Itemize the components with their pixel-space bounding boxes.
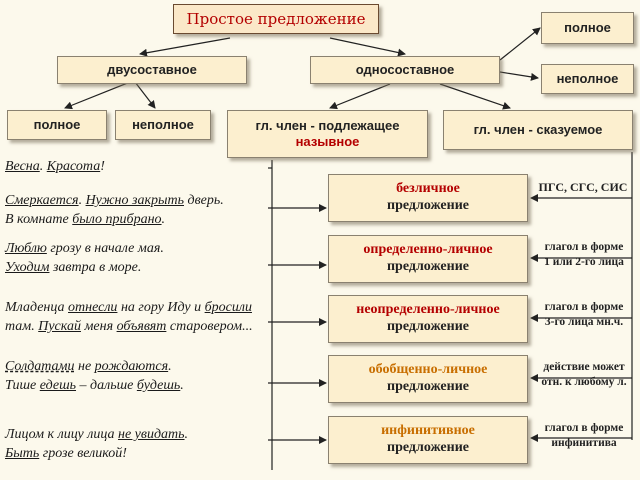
note-generalized-personal: действие может отн. к любому л. bbox=[541, 361, 627, 388]
type-name: неопределенно-личное bbox=[356, 302, 500, 318]
incomplete-box: неполное bbox=[115, 110, 211, 140]
type-sub: предложение bbox=[387, 440, 469, 455]
example-infinitive: Лицом к лицу лица не увидать. Быть грозе… bbox=[5, 427, 189, 461]
example-nominative: Весна. Красота! bbox=[5, 159, 105, 174]
note-impersonal: ПГС, СГС, СИС bbox=[538, 180, 628, 194]
example-indefinite-personal: Младенца отнесли на гору Иду и бросили т… bbox=[5, 300, 253, 334]
type-name: инфинитивное bbox=[381, 423, 475, 439]
right-incomplete-label: неполное bbox=[556, 70, 619, 86]
main-subject-box: гл. член - подлежащее назывное bbox=[227, 110, 428, 158]
note-infinitive: глагол в форме инфинитива bbox=[544, 422, 624, 449]
type-box-indefinite-personal: неопределенно-личное предложение bbox=[328, 295, 528, 343]
note-definite-personal: глагол в форме 1 или 2-го лица bbox=[544, 241, 624, 268]
right-incomplete-box: неполное bbox=[541, 64, 634, 94]
diagram-title: Простое предложение bbox=[186, 10, 366, 28]
type-sub: предложение bbox=[387, 379, 469, 394]
type-sub: предложение bbox=[386, 259, 469, 274]
two-part-label: двусоставное bbox=[107, 61, 197, 77]
type-name: обобщенно-личное bbox=[368, 362, 488, 378]
title-box: Простое предложение bbox=[173, 4, 379, 34]
main-subject-label: гл. член - подлежащее bbox=[255, 118, 400, 134]
right-full-box: полное bbox=[541, 12, 634, 44]
type-sub: предложение bbox=[386, 319, 469, 334]
type-box-impersonal: безличное предложение bbox=[328, 174, 528, 222]
one-part-box: односоставное bbox=[310, 56, 500, 84]
main-predicate-box: гл. член - сказуемое bbox=[443, 110, 633, 150]
type-name: определенно-личное bbox=[363, 242, 493, 258]
type-name: безличное bbox=[396, 181, 460, 197]
example-definite-personal: Люблю грозу в начале мая. Уходим завтра … bbox=[5, 241, 164, 275]
nominative-label: назывное bbox=[295, 134, 360, 149]
type-box-definite-personal: определенно-личное предложение bbox=[328, 235, 528, 283]
incomplete-label: неполное bbox=[132, 116, 194, 132]
type-sub: предложение bbox=[387, 198, 469, 213]
full-label: полное bbox=[33, 116, 81, 132]
right-full-label: полное bbox=[564, 19, 611, 35]
main-predicate-label: гл. член - сказуемое bbox=[473, 121, 603, 137]
main-subject-content: гл. член - подлежащее назывное bbox=[256, 118, 400, 149]
example-impersonal: Смеркается. Нужно закрыть дверь. В комна… bbox=[5, 193, 224, 227]
two-part-box: двусоставное bbox=[57, 56, 247, 84]
type-box-infinitive: инфинитивное предложение bbox=[328, 416, 528, 464]
note-indefinite-personal: глагол в форме 3-го лица мн.ч. bbox=[544, 301, 624, 328]
one-part-label: односоставное bbox=[355, 61, 455, 77]
full-box: полное bbox=[7, 110, 107, 140]
example-generalized-personal: Солдатами не рождаются. Тише едешь – дал… bbox=[5, 359, 184, 393]
type-box-generalized-personal: обобщенно-личное предложение bbox=[328, 355, 528, 403]
